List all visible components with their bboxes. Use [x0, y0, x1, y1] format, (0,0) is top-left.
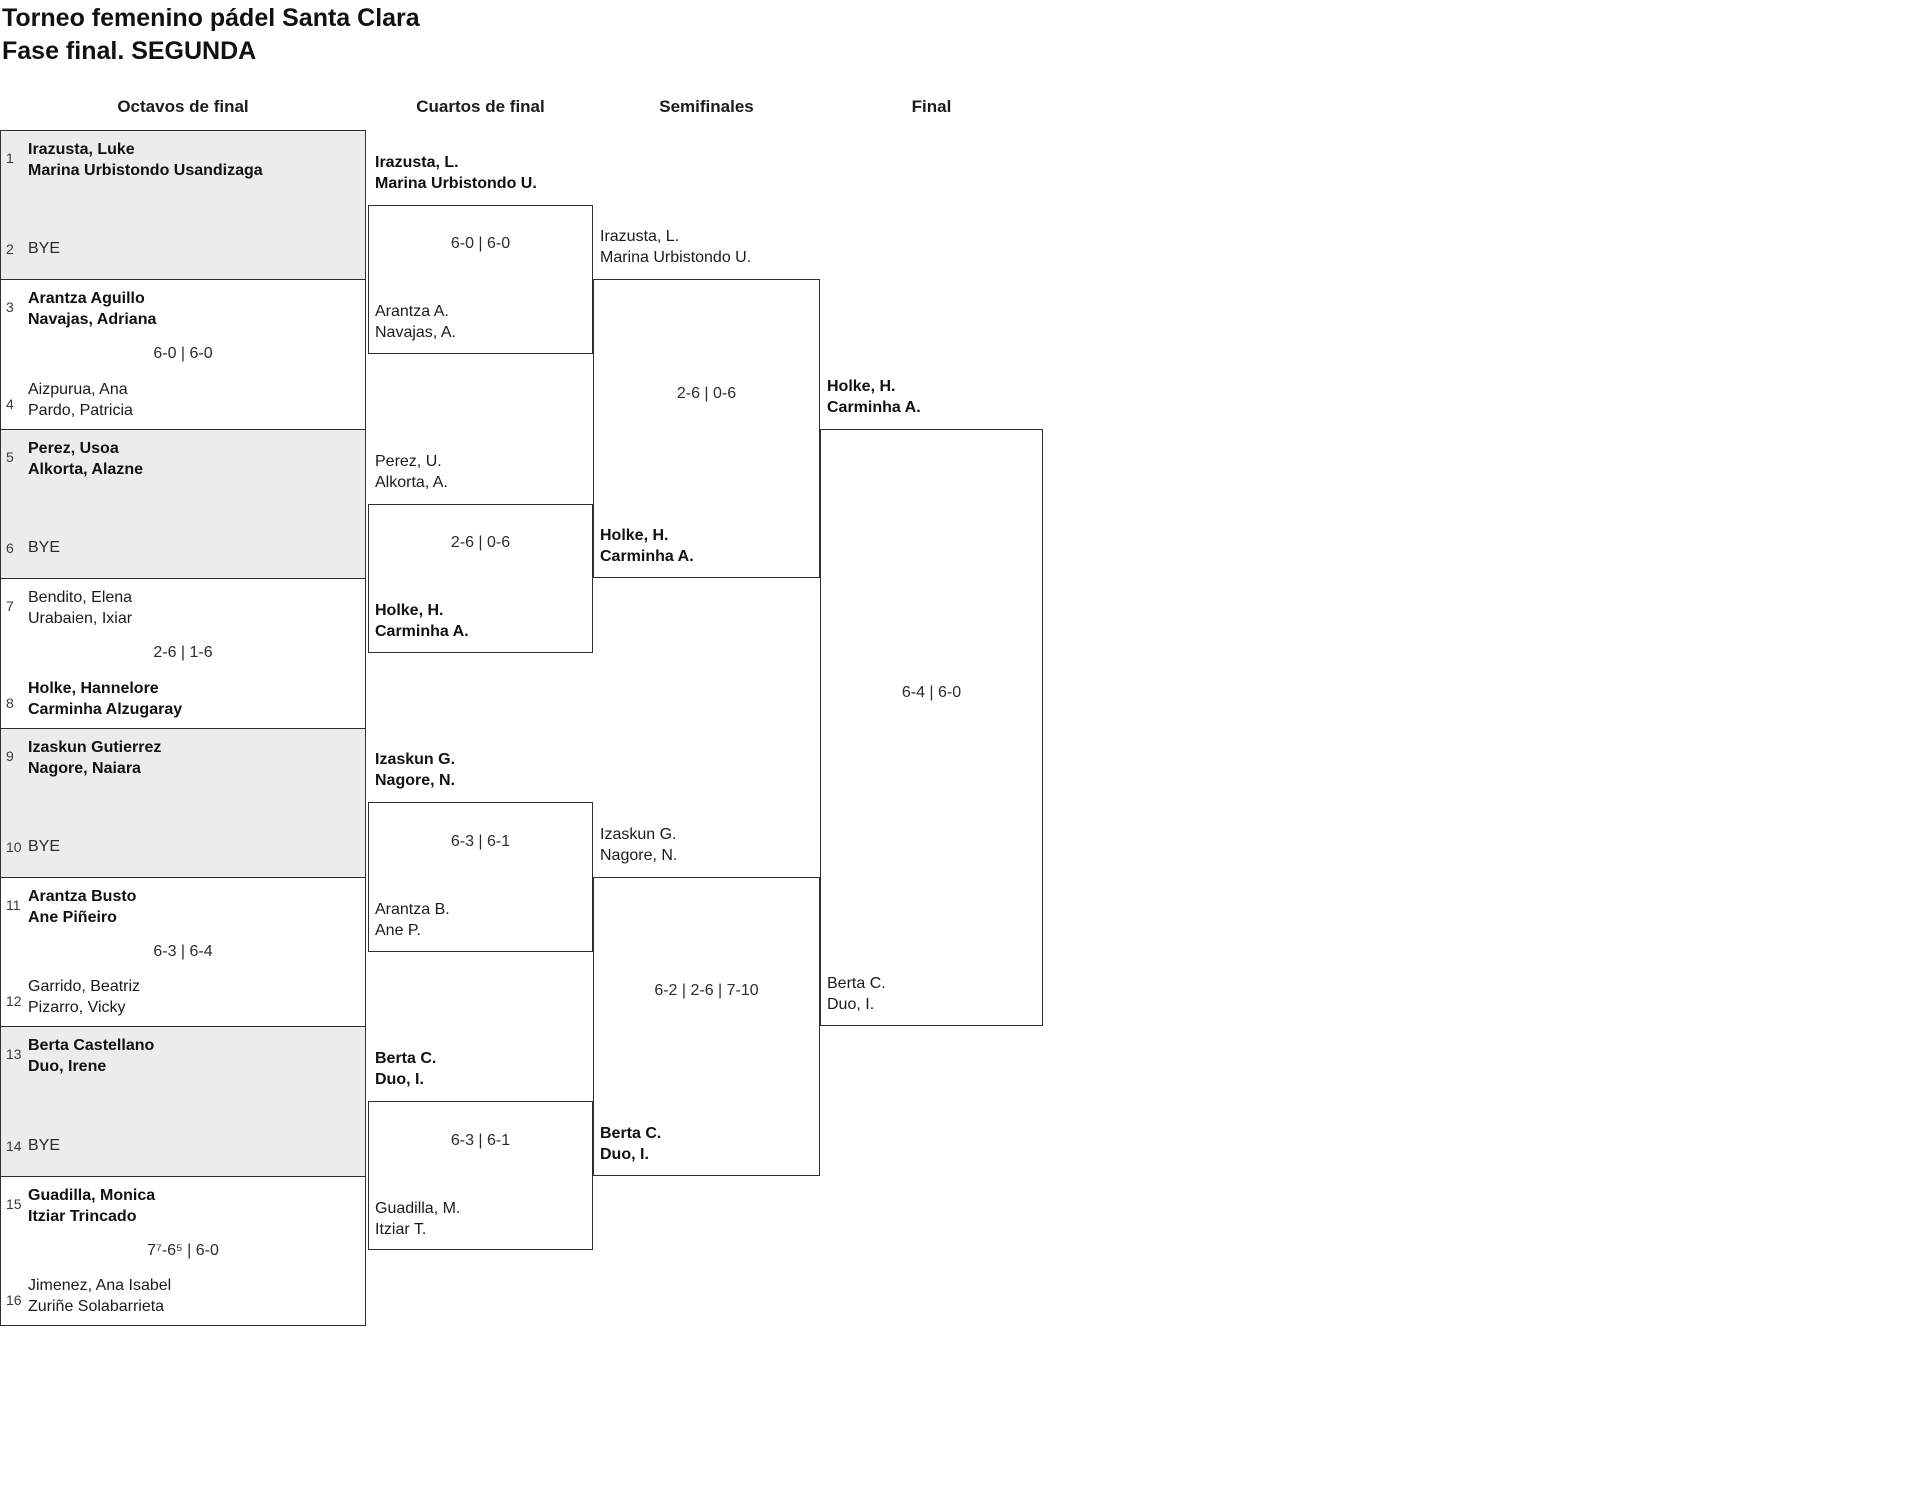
match-box-octavos-1	[0, 130, 366, 281]
match-score: 2-6 | 0-6	[676, 384, 737, 402]
team-label: Berta C. Duo, I.	[375, 1050, 437, 1089]
team-label: Arantza Busto Ane Piñeiro	[28, 888, 137, 926]
round-header-semifinales: Semifinales	[659, 97, 754, 116]
round-header-octavos: Octavos de final	[117, 97, 249, 116]
team-label: Bendito, Elena Urabaien, Ixiar	[28, 589, 133, 628]
team-label: Arantza B. Ane P.	[375, 900, 450, 939]
team-label: Berta C. Duo, I.	[600, 1124, 662, 1163]
seed-number: 15	[6, 1195, 22, 1212]
team-label: Guadilla, M. Itziar T.	[375, 1199, 461, 1238]
seed-number: 13	[6, 1046, 22, 1063]
match-score: 6-3 | 6-1	[450, 833, 511, 850]
team-label: Izaskun G. Nagore, N.	[600, 826, 678, 864]
tournament-title: Torneo femenino pádel Santa Clara	[2, 4, 420, 32]
match-box-octavos-5	[0, 727, 366, 878]
match-box-octavos-4	[0, 578, 366, 729]
bye-label: BYE	[28, 838, 61, 855]
team-label: Garrido, Beatriz Pizarro, Vicky	[28, 978, 141, 1017]
team-label: Arantza A. Navajas, A.	[375, 303, 456, 342]
match-box-semifinales-2	[593, 877, 820, 1176]
team-label: Irazusta, Luke Marina Urbistondo Usandiz…	[28, 141, 263, 179]
match-score: 6-3 | 6-4	[153, 942, 213, 960]
team-label: Arantza Aguillo Navajas, Adriana	[28, 290, 157, 329]
seed-number: 10	[6, 839, 22, 855]
team-label: Holke, H. Carminha A.	[600, 527, 694, 566]
match-box-semifinales-1	[593, 279, 820, 579]
match-box-octavos-7	[0, 1026, 366, 1177]
seed-number: 3	[6, 299, 14, 316]
seed-number: 12	[6, 993, 22, 1010]
team-label: Berta Castellano Duo, Irene	[28, 1037, 155, 1076]
team-label: Izaskun Gutierrez Nagore, Naiara	[28, 738, 162, 777]
team-label: Irazusta, L. Marina Urbistondo U.	[600, 228, 752, 267]
seed-number: 5	[6, 448, 14, 465]
team-label: Irazusta, L. Marina Urbistondo U.	[375, 153, 537, 192]
match-score: 6-2 | 2-6 | 7-10	[654, 982, 759, 1000]
match-score: 6-4 | 6-0	[901, 683, 962, 701]
seed-number: 16	[6, 1292, 22, 1309]
seed-number: 6	[6, 540, 14, 557]
team-label: Aizpurua, Ana Pardo, Patricia	[28, 380, 133, 419]
match-score: 2-6 | 0-6	[450, 534, 511, 552]
seed-number: 11	[6, 897, 21, 913]
match-score: 6-0 | 6-0	[450, 235, 511, 253]
seed-number: 9	[6, 747, 14, 764]
match-box-cuartos-1	[368, 204, 593, 355]
round-header-cuartos: Cuartos de final	[416, 97, 545, 116]
seed-number: 4	[6, 395, 14, 412]
match-box-cuartos-3	[368, 802, 593, 952]
team-label: Holke, H. Carminha A.	[827, 377, 921, 416]
team-label: Berta C. Duo, I.	[827, 975, 886, 1014]
team-label: Perez, U. Alkorta, A.	[375, 452, 448, 491]
match-box-cuartos-4	[368, 1101, 593, 1251]
seed-number: 1	[6, 150, 14, 166]
team-label: Holke, Hannelore Carminha Alzugaray	[28, 679, 183, 718]
match-box-cuartos-2	[368, 503, 593, 653]
match-box-final-1	[820, 428, 1043, 1027]
seed-number: 2	[6, 241, 14, 258]
bye-label: BYE	[28, 539, 61, 557]
seed-number: 14	[6, 1137, 22, 1154]
team-label: Izaskun G. Nagore, N.	[375, 751, 456, 790]
team-label: Guadilla, Monica Itziar Trincado	[28, 1186, 156, 1225]
bye-label: BYE	[28, 1136, 61, 1154]
match-box-octavos-8	[0, 1175, 366, 1327]
seed-number: 7	[6, 598, 14, 615]
match-box-octavos-2	[0, 279, 366, 430]
round-header-final: Final	[911, 97, 952, 116]
match-box-octavos-3	[0, 428, 366, 580]
match-score: 6-0 | 6-0	[153, 345, 213, 363]
match-score: 6-3 | 6-1	[450, 1131, 511, 1149]
tournament-subtitle: Fase final. SEGUNDA	[2, 37, 257, 65]
match-score: 2-6 | 1-6	[153, 643, 213, 661]
seed-number: 8	[6, 694, 14, 711]
match-score: 7⁷-6⁵ | 6-0	[147, 1241, 219, 1259]
bye-label: BYE	[28, 240, 61, 258]
page-title-block: Torneo femenino pádel Santa Clara Fase f…	[2, 2, 420, 68]
team-label: Jimenez, Ana Isabel Zuriñe Solabarrieta	[28, 1277, 172, 1316]
team-label: Holke, H. Carminha A.	[375, 601, 469, 640]
team-label: Perez, Usoa Alkorta, Alazne	[28, 439, 143, 478]
